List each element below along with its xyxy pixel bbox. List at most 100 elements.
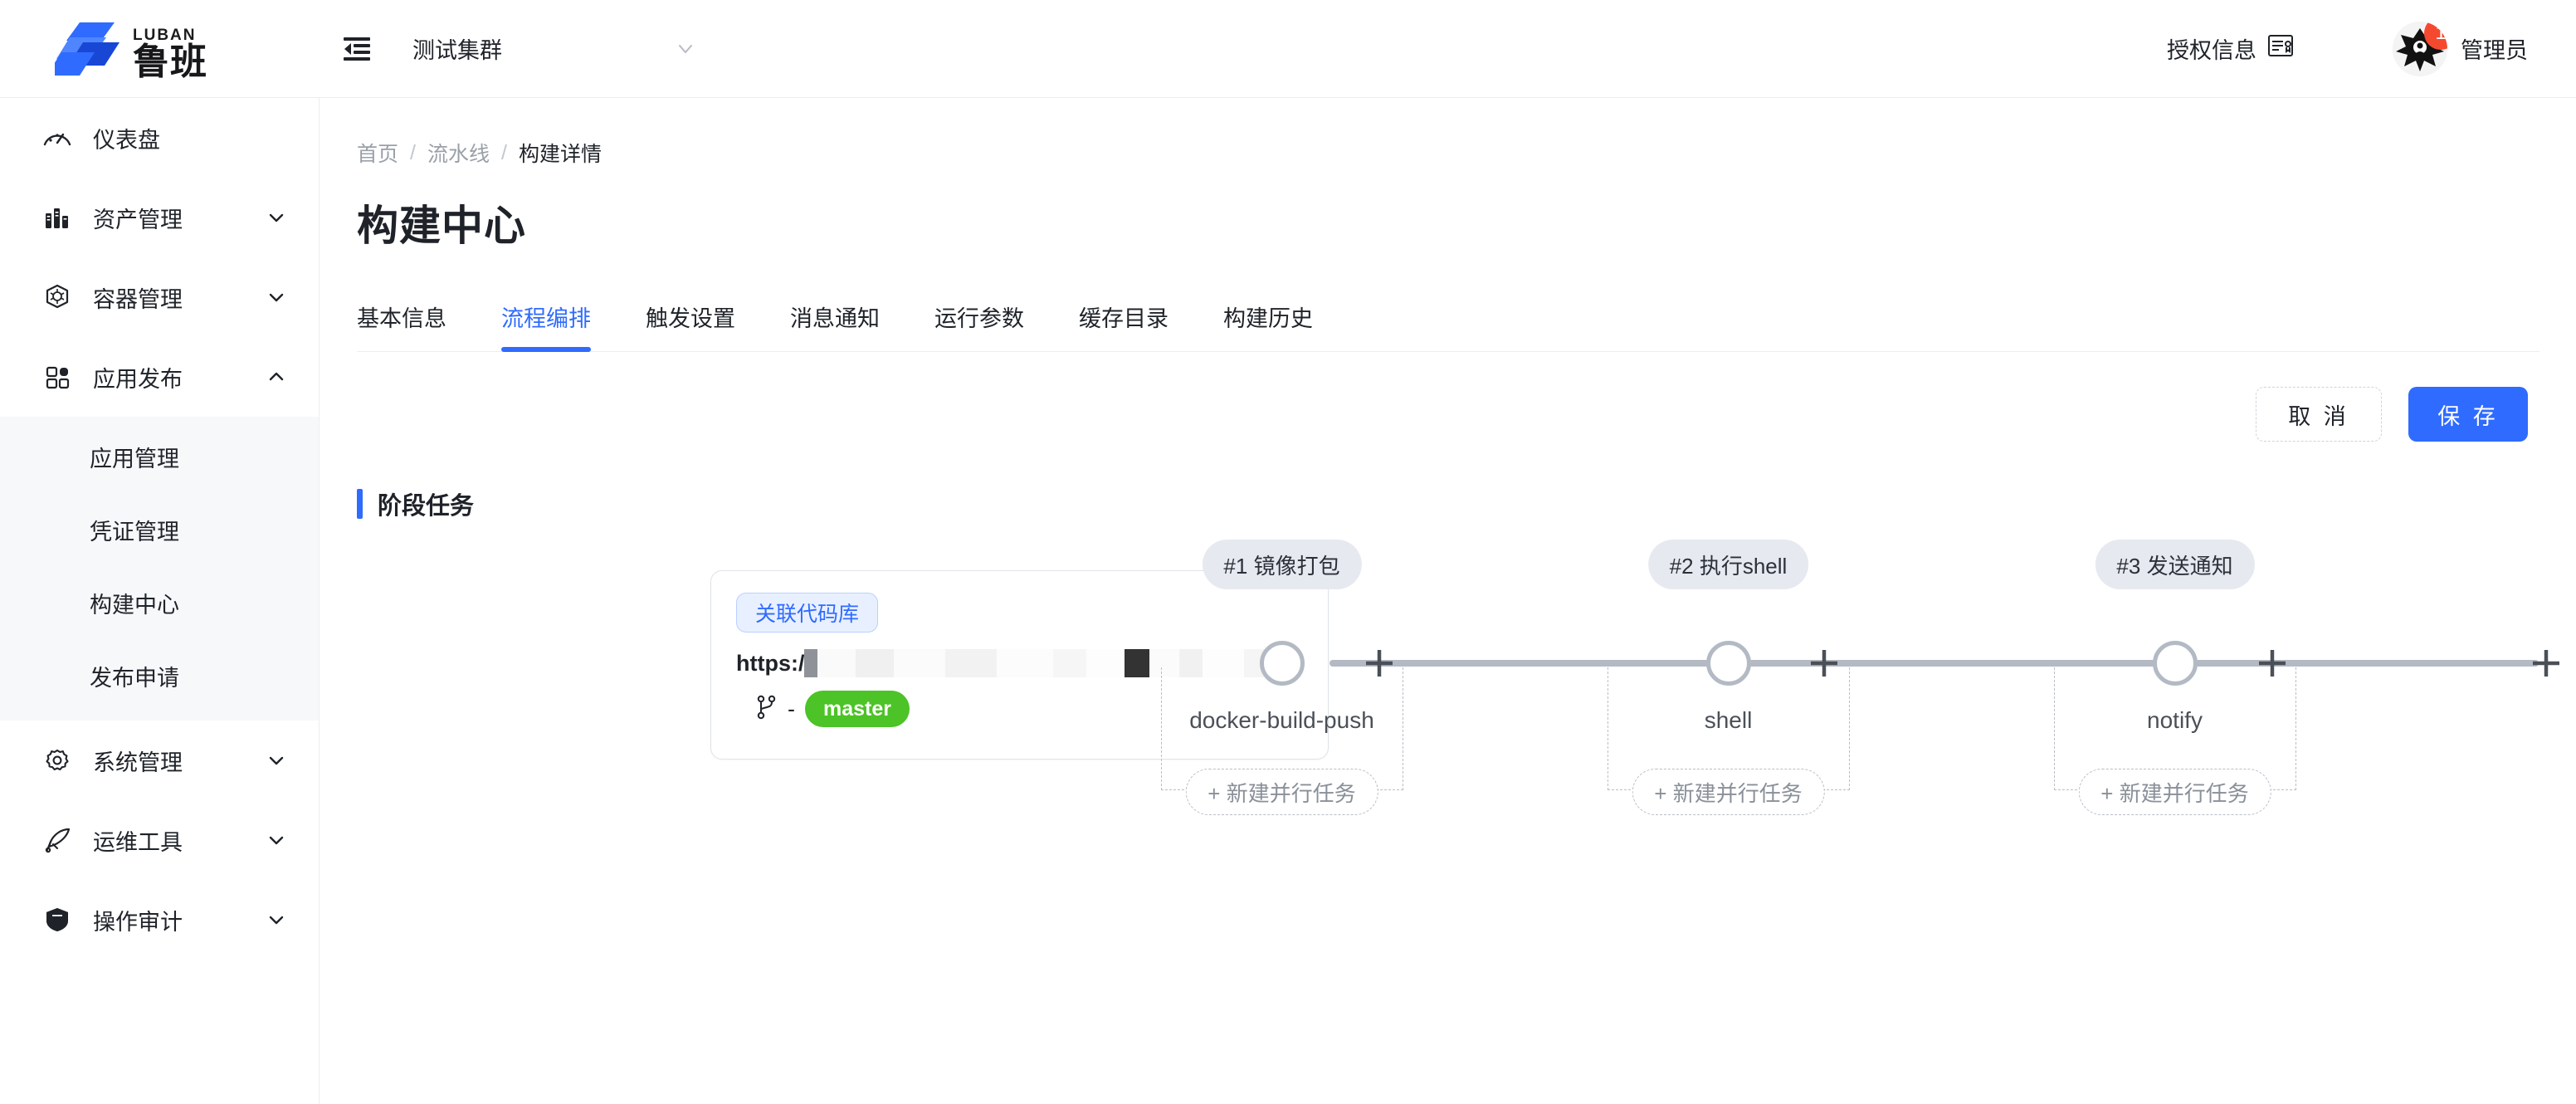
stage-task-name[interactable]: shell	[1704, 707, 1753, 733]
branch-chip: master	[805, 691, 910, 727]
server-rack-icon	[40, 200, 75, 235]
avatar: 1	[2393, 21, 2447, 76]
sidebar-item-app-management[interactable]: 应用管理	[0, 420, 319, 493]
chevron-down-icon	[266, 286, 287, 308]
cluster-selector[interactable]: 测试集群	[409, 24, 708, 74]
add-stage-button-0[interactable]	[1361, 645, 1398, 681]
logo-cn-text: 鲁班	[133, 41, 207, 82]
luban-logo-mark	[46, 19, 134, 79]
dashboard-gauge-icon	[40, 120, 75, 155]
tab-runtime-params[interactable]: 运行参数	[934, 306, 1024, 331]
tab-trigger-settings[interactable]: 触发设置	[646, 306, 735, 331]
sidebar-subitem-label: 应用管理	[90, 446, 179, 471]
sidebar-item-label: 应用发布	[93, 366, 183, 392]
repo-url-prefix: https:/	[736, 650, 805, 676]
kubernetes-icon	[40, 280, 75, 315]
breadcrumb-current: 构建详情	[518, 143, 602, 166]
stage-label[interactable]: #1 镜像打包	[1202, 540, 1362, 589]
repo-url-redacted	[804, 649, 1276, 677]
sidebar-submenu-app-release: 应用管理 凭证管理 构建中心 发布申请	[0, 417, 319, 721]
chevron-down-icon	[266, 207, 287, 228]
top-bar: LUBAN 鲁班 测试集群 授权信息	[0, 0, 2576, 98]
sidebar-item-label: 运维工具	[93, 829, 183, 855]
stage-node[interactable]	[1259, 641, 1305, 686]
tab-flow-orchestration[interactable]: 流程编排	[501, 300, 591, 352]
sidebar-subitem-label: 构建中心	[90, 592, 179, 618]
tab-message-notification[interactable]: 消息通知	[790, 306, 880, 331]
sidebar-item-ops-tools[interactable]: 运维工具	[0, 800, 319, 880]
chevron-down-icon	[676, 40, 695, 58]
sidebar-item-operation-audit[interactable]: 操作审计	[0, 880, 319, 960]
breadcrumb: 首页 / 流水线 / 构建详情	[320, 98, 2576, 168]
repo-card[interactable]: 关联代码库 https:/ git	[710, 570, 1329, 760]
logo-en-text: LUBAN	[133, 26, 197, 44]
topbar-right: 授权信息	[2167, 0, 2576, 97]
add-stage-button-1[interactable]	[1806, 645, 1842, 681]
chevron-down-icon	[266, 750, 287, 771]
chevron-down-icon	[266, 909, 287, 931]
sidebar-item-credential-management[interactable]: 凭证管理	[0, 493, 319, 566]
pipeline-stage-3: #3 发送通知 notify + 新建并行任务	[2053, 540, 2296, 898]
sidebar-item-asset-management[interactable]: 资产管理	[0, 178, 319, 257]
tab-basic-info[interactable]: 基本信息	[357, 306, 446, 331]
stage-task-name[interactable]: notify	[2147, 707, 2203, 733]
brand-logo[interactable]: LUBAN 鲁班	[0, 0, 320, 97]
pipeline-canvas: 关联代码库 https:/ git	[320, 540, 2576, 898]
repo-chip-label: 关联代码库	[736, 593, 879, 633]
breadcrumb-pipeline[interactable]: 流水线	[427, 143, 490, 166]
sidebar-item-container-management[interactable]: 容器管理	[0, 257, 319, 337]
pipeline-stage-2: #2 执行shell shell + 新建并行任务	[1607, 540, 1850, 898]
rocket-icon	[40, 823, 75, 857]
sidebar-item-build-center[interactable]: 构建中心	[0, 566, 319, 639]
action-bar: 取 消 保 存	[320, 387, 2528, 442]
stage-node[interactable]	[2152, 641, 2198, 686]
breadcrumb-separator: /	[410, 140, 416, 164]
logo-text: LUBAN 鲁班	[133, 26, 207, 82]
tab-build-history[interactable]: 构建历史	[1223, 306, 1313, 331]
add-parallel-task-button[interactable]: + 新建并行任务	[1632, 769, 1825, 815]
cancel-button[interactable]: 取 消	[2256, 387, 2382, 442]
logo-wrap: LUBAN 鲁班	[46, 19, 207, 82]
sidebar: 仪表盘 资产管理	[0, 98, 320, 1104]
sidebar-item-label: 资产管理	[93, 207, 183, 232]
tab-bar: 基本信息 流程编排 触发设置 消息通知 运行参数 缓存目录 构建历史	[357, 289, 2539, 352]
stage-node[interactable]	[1705, 641, 1751, 686]
section-header-stage-tasks: 阶段任务	[357, 486, 2576, 521]
sidebar-item-release-request[interactable]: 发布申请	[0, 639, 319, 712]
sidebar-item-system-management[interactable]: 系统管理	[0, 721, 319, 800]
stage-label[interactable]: #3 发送通知	[2095, 540, 2255, 589]
apps-grid-icon	[40, 359, 75, 394]
license-info-button[interactable]: 授权信息	[2167, 32, 2293, 65]
section-accent-bar	[357, 489, 363, 519]
shield-icon	[40, 902, 75, 937]
add-stage-button-2[interactable]	[2254, 645, 2291, 681]
sidebar-subitem-label: 凭证管理	[90, 519, 179, 545]
tab-cache-directory[interactable]: 缓存目录	[1079, 306, 1168, 331]
breadcrumb-home[interactable]: 首页	[357, 143, 399, 166]
user-menu[interactable]: 1 管理员	[2393, 21, 2528, 76]
add-parallel-task-button[interactable]: + 新建并行任务	[1185, 769, 1378, 815]
breadcrumb-separator: /	[500, 140, 507, 164]
stage-task-name[interactable]: docker-build-push	[1189, 707, 1374, 733]
branch-dash: -	[788, 696, 795, 721]
main-content: 首页 / 流水线 / 构建详情 构建中心 基本信息 流程编排 触发设置 消息通知…	[320, 98, 2576, 1104]
save-button[interactable]: 保 存	[2408, 387, 2528, 442]
sidebar-item-label: 系统管理	[93, 750, 183, 775]
gear-icon	[40, 743, 75, 778]
license-card-icon	[2268, 35, 2293, 62]
add-parallel-task-button[interactable]: + 新建并行任务	[2078, 769, 2271, 815]
cluster-selector-value: 测试集群	[412, 38, 502, 63]
user-name: 管理员	[2461, 38, 2528, 63]
sidebar-item-label: 仪表盘	[93, 127, 160, 153]
git-branch-icon	[756, 695, 778, 724]
sidebar-item-app-release[interactable]: 应用发布	[0, 337, 319, 417]
sidebar-item-label: 操作审计	[93, 909, 183, 935]
pipeline-stage-1: #1 镜像打包 docker-build-push + 新建并行任务	[1160, 540, 1403, 898]
sidebar-item-label: 容器管理	[93, 286, 183, 312]
stage-label[interactable]: #2 执行shell	[1647, 540, 1809, 589]
add-stage-button-3[interactable]	[2528, 645, 2564, 681]
menu-fold-icon[interactable]	[334, 27, 379, 71]
notification-badge[interactable]: 1	[2424, 21, 2447, 50]
sidebar-item-dashboard[interactable]: 仪表盘	[0, 98, 319, 178]
